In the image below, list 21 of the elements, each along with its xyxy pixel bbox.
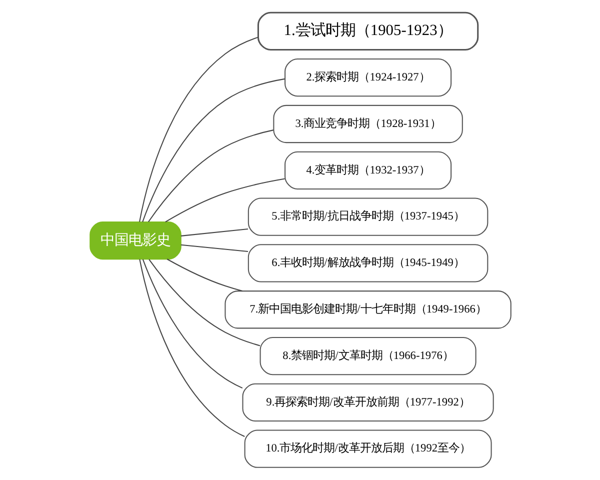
connector: [138, 36, 258, 222]
connector: [180, 228, 248, 236]
connector: [164, 178, 284, 222]
connector: [180, 244, 248, 252]
node-box: 10.市场化时期/改革开放后期（1992至今）: [244, 430, 492, 468]
node-box: 9.再探索时期/改革开放前期（1977-1992）: [242, 383, 494, 422]
node-box: 8.禁锢时期/文革时期（1966-1976）: [259, 336, 476, 376]
node-box: 1.尝试时期（1905-1923）: [256, 12, 478, 50]
connector: [148, 130, 274, 222]
node-box: 2.探索时期（1924-1927）: [284, 58, 452, 97]
node-box: 7.新中国电影创建时期/十七年时期（1949-1966）: [224, 290, 511, 329]
node-box: 6.丰收时期/解放战争时期（1945-1949）: [247, 244, 488, 282]
node-box: 3.商业竞争时期（1928-1931）: [272, 104, 462, 144]
connector: [142, 259, 242, 388]
node-box: 中国电影史: [89, 221, 181, 260]
connector: [142, 78, 284, 222]
connector: [148, 259, 260, 346]
node-box: 5.非常时期/抗日战争时期（1937-1945）: [247, 198, 488, 236]
connector: [166, 258, 242, 292]
node-box: 4.变革时期（1932-1937）: [284, 151, 452, 190]
connector: [138, 259, 244, 437]
